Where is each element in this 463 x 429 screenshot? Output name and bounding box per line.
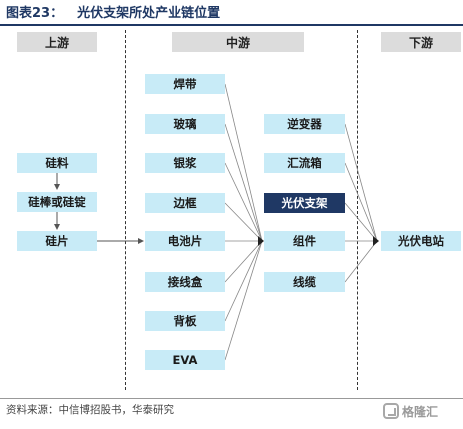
downstream-pv-power-station: 光伏电站: [381, 231, 461, 251]
mid-pv-mounting-highlighted: 光伏支架: [264, 193, 345, 213]
logo-icon: [383, 403, 399, 419]
mid-backsheet: 背板: [145, 311, 225, 331]
mid-junction-box: 接线盒: [145, 272, 225, 292]
figure-title-text: 光伏支架所处产业链位置: [77, 6, 221, 21]
header-downstream: 下游: [381, 32, 461, 52]
upstream-silicon-material: 硅料: [17, 153, 97, 173]
figure-number: 图表23：: [6, 6, 64, 21]
mid-cable: 线缆: [264, 272, 345, 292]
separator-mid-down: [357, 30, 358, 390]
watermark-logo: 格隆汇: [383, 401, 459, 421]
footer-divider: [0, 398, 463, 399]
title-divider: [0, 24, 463, 26]
mid-silver-paste: 银浆: [145, 153, 225, 173]
header-midstream: 中游: [172, 32, 304, 52]
mid-combiner-box: 汇流箱: [264, 153, 345, 173]
mid-pv-module: 组件: [264, 231, 345, 251]
mid-solar-cell: 电池片: [145, 231, 225, 251]
mid-ribbon: 焊带: [145, 74, 225, 94]
mid-frame: 边框: [145, 193, 225, 213]
mid-inverter: 逆变器: [264, 114, 345, 134]
figure-title: 图表23： 光伏支架所处产业链位置: [6, 4, 220, 24]
separator-up-mid: [125, 30, 126, 390]
logo-text: 格隆汇: [402, 404, 439, 419]
mid-eva: EVA: [145, 350, 225, 370]
mid-glass: 玻璃: [145, 114, 225, 134]
upstream-silicon-rod-ingot: 硅棒或硅锭: [17, 192, 97, 212]
upstream-silicon-wafer: 硅片: [17, 231, 97, 251]
source-note: 资料来源：中信博招股书，华泰研究: [6, 404, 174, 416]
header-upstream: 上游: [17, 32, 97, 52]
